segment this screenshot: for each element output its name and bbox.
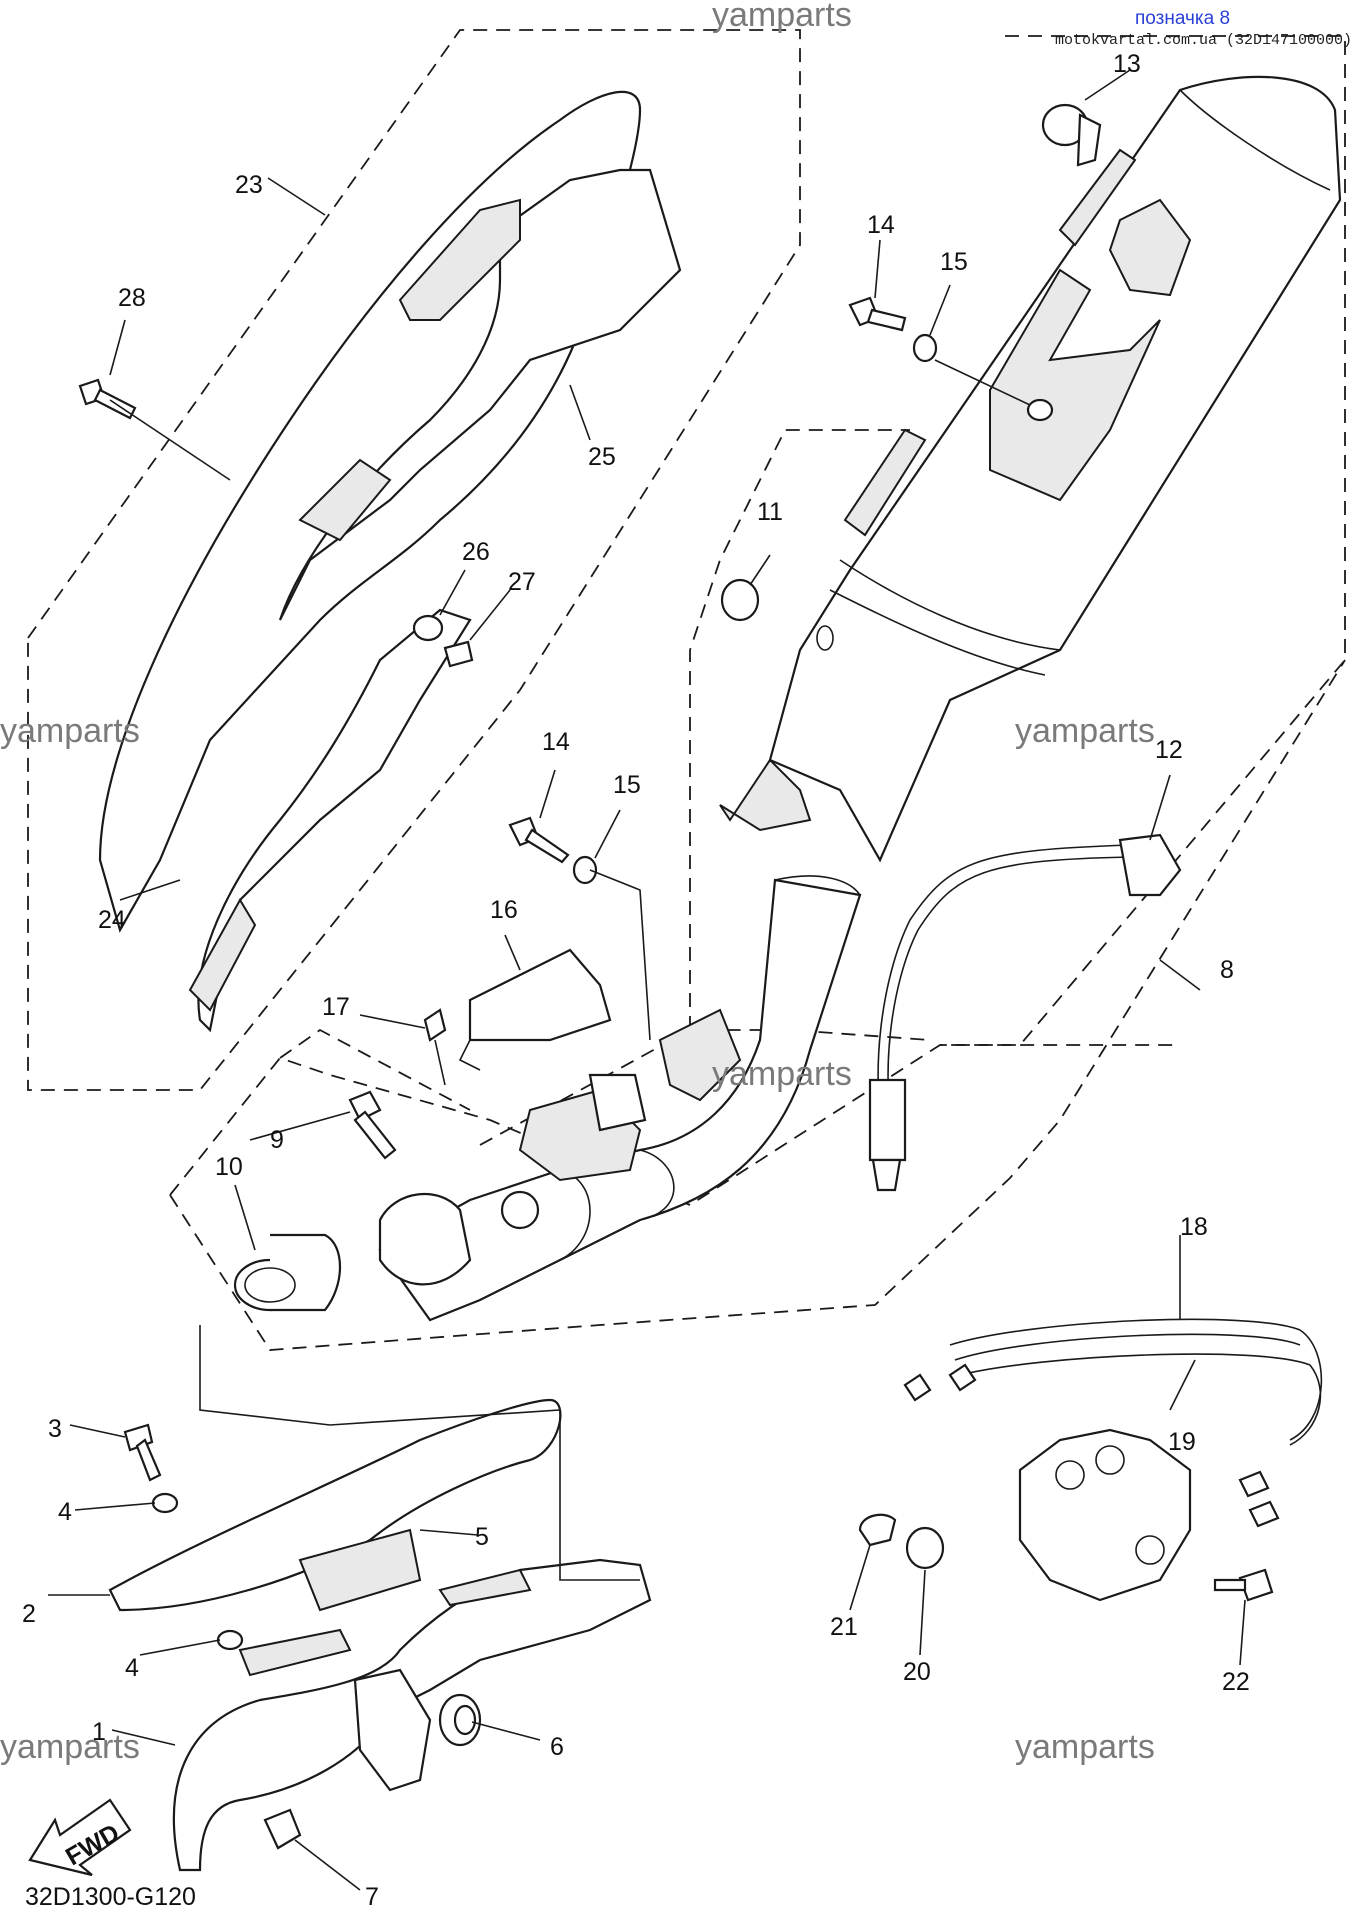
callout-14a: 14: [867, 211, 895, 239]
grommet-11-icon: [720, 578, 760, 622]
callout-11: 11: [757, 498, 783, 526]
callout-7: 7: [365, 1883, 379, 1911]
callout-8: 8: [1220, 956, 1234, 984]
callout-27: 27: [508, 568, 536, 596]
washer-4-lower-icon: [216, 1629, 244, 1651]
bolt-9-icon: [348, 1090, 397, 1160]
muffler-cover: [98, 90, 682, 1033]
diagram-code: 32D1300-G120: [25, 1883, 196, 1911]
forward-arrow-icon: FWD: [28, 1798, 132, 1877]
connector-12-icon: [1118, 833, 1182, 897]
collar-27-icon: [443, 640, 474, 668]
nut-7-icon: [263, 1808, 302, 1850]
damper-13-icon: [1041, 103, 1102, 167]
bolt-28-icon: [78, 378, 137, 420]
watermark-bottom-left: yamparts: [0, 1728, 140, 1766]
group-outlines: [27, 29, 1346, 1351]
callout-24: 24: [98, 906, 126, 934]
callout-4b: 4: [125, 1654, 139, 1682]
washer-4-upper-icon: [151, 1492, 179, 1514]
callout-6: 6: [550, 1733, 564, 1761]
callout-9: 9: [270, 1126, 284, 1154]
callout-labels: 1 2 3 4 4 5 6 7 8 9 10 11 12 13 14 14 15…: [22, 50, 1250, 1911]
callout-14b: 14: [542, 728, 570, 756]
exhaust-valve-assembly: [903, 1318, 1323, 1602]
callout-12: 12: [1155, 736, 1183, 764]
exhaust-header: [108, 1398, 652, 1872]
collar-21-icon: [858, 1513, 897, 1547]
exhaust-pipe: [378, 878, 862, 1322]
washer-15-lower-icon: [572, 855, 598, 885]
watermark-top: yamparts: [712, 0, 852, 34]
gasket-6-icon: [453, 1704, 477, 1736]
leader-lines: [48, 69, 1246, 1891]
callout-10: 10: [215, 1153, 243, 1181]
grommet-20-icon: [905, 1526, 945, 1570]
callout-13: 13: [1113, 50, 1141, 78]
callout-26: 26: [462, 538, 490, 566]
callout-21: 21: [830, 1613, 858, 1641]
callout-28: 28: [118, 284, 146, 312]
callout-17: 17: [322, 993, 350, 1021]
oxygen-sensor: [868, 833, 1182, 1192]
callout-19: 19: [1168, 1428, 1196, 1456]
source-site: motokvartal.com.ua (32D147100000): [1055, 32, 1352, 49]
callout-18: 18: [1180, 1213, 1208, 1241]
callout-4a: 4: [58, 1498, 72, 1526]
watermark-bottom-right: yamparts: [1015, 1728, 1155, 1766]
page-tag: позначка 8: [1135, 8, 1230, 29]
callout-20: 20: [903, 1658, 931, 1686]
gasket-ring: [233, 1233, 342, 1312]
callout-3: 3: [48, 1415, 62, 1443]
small-protector: [423, 948, 612, 1086]
watermark-mid-right: yamparts: [1015, 712, 1155, 750]
callout-15b: 15: [613, 771, 641, 799]
watermark-center: yamparts: [712, 1055, 852, 1093]
callout-23: 23: [235, 171, 263, 199]
washer-26-icon: [412, 614, 444, 642]
callout-22: 22: [1222, 1668, 1250, 1696]
callout-15a: 15: [940, 248, 968, 276]
watermark-mid-left: yamparts: [0, 712, 140, 750]
silencer: [719, 75, 1342, 896]
callout-2: 2: [22, 1600, 36, 1628]
callout-1: 1: [92, 1718, 106, 1746]
bolt-14-lower-icon: [508, 816, 570, 864]
bolt-3-icon: [123, 1423, 162, 1482]
washer-15-upper-icon: [912, 333, 938, 363]
callout-5: 5: [475, 1523, 489, 1551]
bolt-22-icon: [1213, 1568, 1274, 1602]
callout-16: 16: [490, 896, 518, 924]
callout-25: 25: [588, 443, 616, 471]
bolt-14-upper-icon: [848, 296, 907, 332]
silencer-mount-hole-icon: [1026, 398, 1054, 422]
